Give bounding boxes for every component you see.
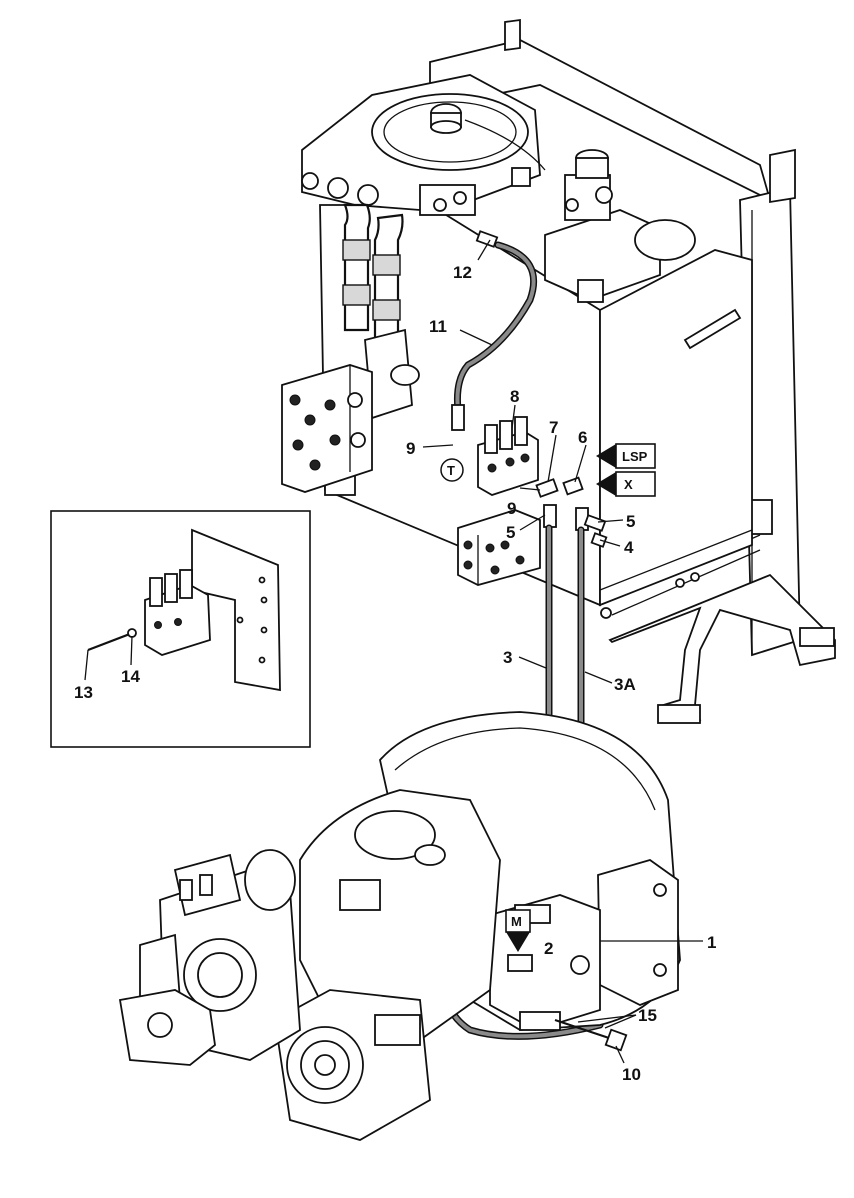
return-filters <box>342 203 420 420</box>
callout-9-bottom: 9 <box>507 499 516 518</box>
callout-8: 8 <box>510 387 519 406</box>
leader-lines <box>84 239 703 1064</box>
callout-7: 7 <box>549 418 558 437</box>
callout-11: 11 <box>429 317 447 336</box>
inset-detail <box>50 510 311 748</box>
callout-14: 14 <box>121 667 140 686</box>
callout-1: 1 <box>707 933 716 952</box>
t-port-tag: T <box>440 458 464 482</box>
svg-text:M: M <box>511 914 522 929</box>
x-port-tag: X <box>596 471 656 497</box>
svg-text:T: T <box>447 463 455 478</box>
transmission-assembly <box>118 711 681 1141</box>
callout-15: 15 <box>638 1006 657 1025</box>
callout-3a: 3A <box>614 675 636 694</box>
callout-13: 13 <box>74 683 93 702</box>
callout-3: 3 <box>503 648 512 667</box>
bolt-10 <box>554 1018 628 1052</box>
callout-4: 4 <box>624 538 634 557</box>
m-port-tag: M <box>505 909 531 952</box>
hose-11 <box>451 230 538 431</box>
svg-text:LSP: LSP <box>622 449 648 464</box>
callout-5-left: 5 <box>506 523 515 542</box>
valve-block-8 <box>477 416 539 496</box>
filter-housing <box>301 74 546 216</box>
callout-2: 2 <box>544 939 553 958</box>
svg-text:X: X <box>624 477 633 492</box>
callout-9-top: 9 <box>406 439 415 458</box>
callout-6: 6 <box>578 428 587 447</box>
main-valve-block <box>281 364 373 493</box>
lsp-port-tag: LSP <box>596 443 656 469</box>
callout-5-right: 5 <box>626 512 635 531</box>
callout-12: 12 <box>453 263 472 282</box>
callout-10: 10 <box>622 1065 641 1084</box>
pressure-filter-unit <box>544 149 696 303</box>
manifold-block <box>457 509 541 586</box>
